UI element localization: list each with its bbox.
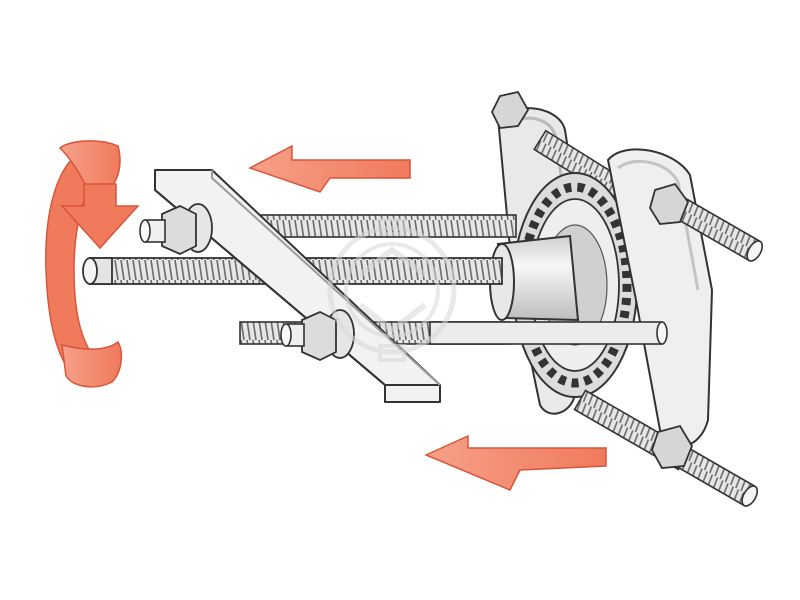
left-arrow-icon-upper bbox=[248, 144, 411, 193]
lower-bolts bbox=[573, 389, 759, 507]
push-hub bbox=[489, 234, 580, 322]
hex-nut-icon bbox=[161, 205, 197, 255]
left-arrow-icon-lower bbox=[424, 434, 607, 491]
bar-nut-lower bbox=[280, 309, 355, 361]
bar-nut-upper bbox=[139, 203, 213, 255]
upper-front-bolt bbox=[649, 182, 764, 262]
rotate-arrow-icon bbox=[45, 140, 140, 388]
hex-nut-icon bbox=[301, 311, 337, 361]
hex-nut-icon bbox=[651, 424, 694, 469]
hex-nut-icon bbox=[490, 90, 530, 129]
hex-nut-icon bbox=[649, 182, 690, 225]
gear-logo-watermark bbox=[327, 218, 457, 362]
